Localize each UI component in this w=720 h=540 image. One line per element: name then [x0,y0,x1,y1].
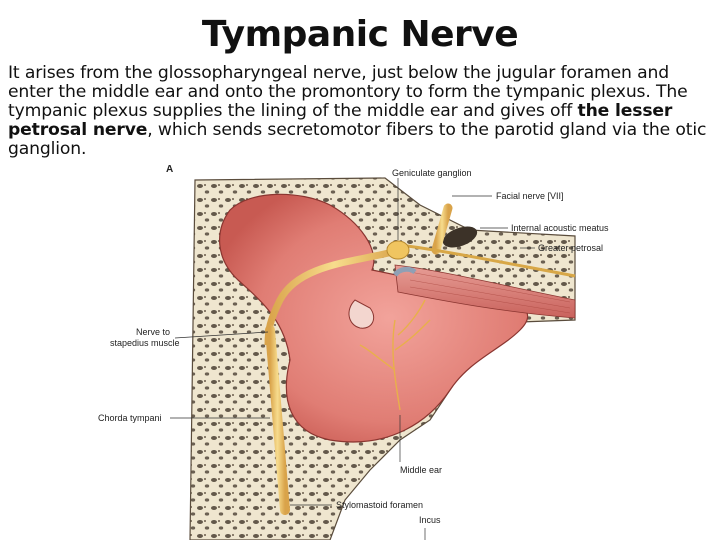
label-greater-petrosal: Greater petrosal [538,243,603,253]
internal-meatus-opening [442,226,478,248]
label-stapedius: stapedius muscle [110,338,180,348]
facial-nerve [431,203,453,255]
paragraph-text-2: , which sends secretomotor fibers to the… [8,120,707,159]
label-chorda-tympani: Chorda tympani [98,413,162,423]
label-stylomastoid: Stylomastoid foramen [336,500,423,510]
vessel [392,266,417,277]
greater-petrosal-nerve [399,243,576,278]
chorda-tympani-nerve [265,325,290,515]
slide-title: Tympanic Nerve [201,14,519,55]
geniculate-ganglion [386,240,410,260]
label-nerve-to: Nerve to [136,327,170,337]
label-middle-ear: Middle ear [400,465,442,475]
body-paragraph: It arises from the glossopharyngeal nerv… [8,64,718,159]
label-internal-meatus: Internal acoustic meatus [511,223,609,233]
label-incus: Incus [419,515,441,525]
label-facial-nerve: Facial nerve [VII] [496,191,564,201]
panel-letter: A [166,164,173,175]
paragraph-text-1: It arises from the glossopharyngeal nerv… [8,63,688,121]
paragraph-emphasis: the lesser petrosal nerve [8,101,673,140]
label-geniculate: Geniculate ganglion [392,168,472,178]
meatus-canal [394,264,576,319]
tympanic-plexus [359,299,431,411]
stapes [348,299,375,329]
